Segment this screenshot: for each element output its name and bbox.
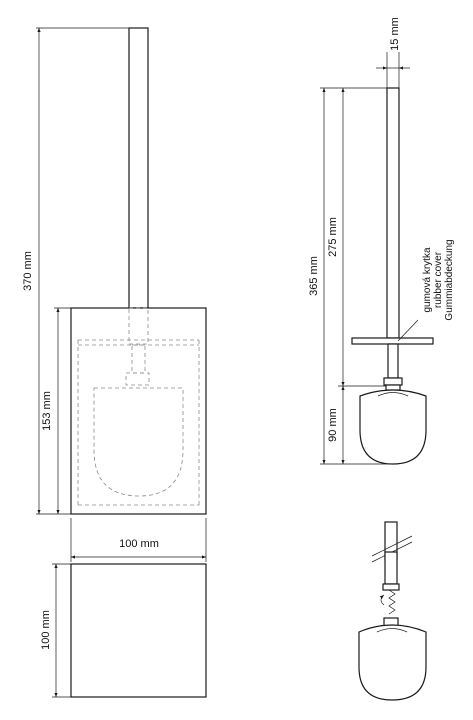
dim-head-height: 90 mm [327, 408, 339, 442]
front-view: 370 mm 153 mm 100 mm [22, 27, 207, 562]
front-holder-body [70, 307, 207, 515]
dim-handle-diameter: 15 mm [389, 17, 401, 51]
detail-brush-head [358, 624, 427, 701]
rubber-cover-label-de: Gummiabdeckung [444, 239, 455, 320]
brush-head [359, 389, 427, 465]
brush-view: 15 mm gumová krytka rubber cover Gummiab… [308, 17, 455, 465]
rubber-cover [351, 337, 434, 345]
dim-holder-height: 153 mm [41, 391, 53, 431]
dim-handle-length: 275 mm [327, 217, 339, 257]
rubber-cover-label-en: rubber cover [433, 251, 444, 308]
rubber-cover-leader [397, 319, 419, 342]
top-view: 100 mm [40, 563, 207, 698]
dim-width: 100 mm [119, 538, 159, 550]
detail-twist-arrow [379, 594, 385, 606]
dim-total-height: 370 mm [22, 251, 34, 291]
brush-shaft [387, 343, 399, 379]
brush-handle [386, 87, 400, 339]
front-handle [128, 27, 149, 309]
detail-screw-thread [388, 589, 396, 615]
brush-connector [383, 377, 403, 386]
dim-depth: 100 mm [40, 610, 52, 650]
front-hidden-lines [77, 307, 200, 506]
rubber-cover-label-cz: gumová krytka [422, 247, 433, 312]
top-view-square [70, 563, 207, 698]
dim-brush-length: 365 mm [308, 256, 320, 296]
detail-handle-bottom [384, 551, 398, 585]
brush-detail-view [358, 521, 427, 701]
